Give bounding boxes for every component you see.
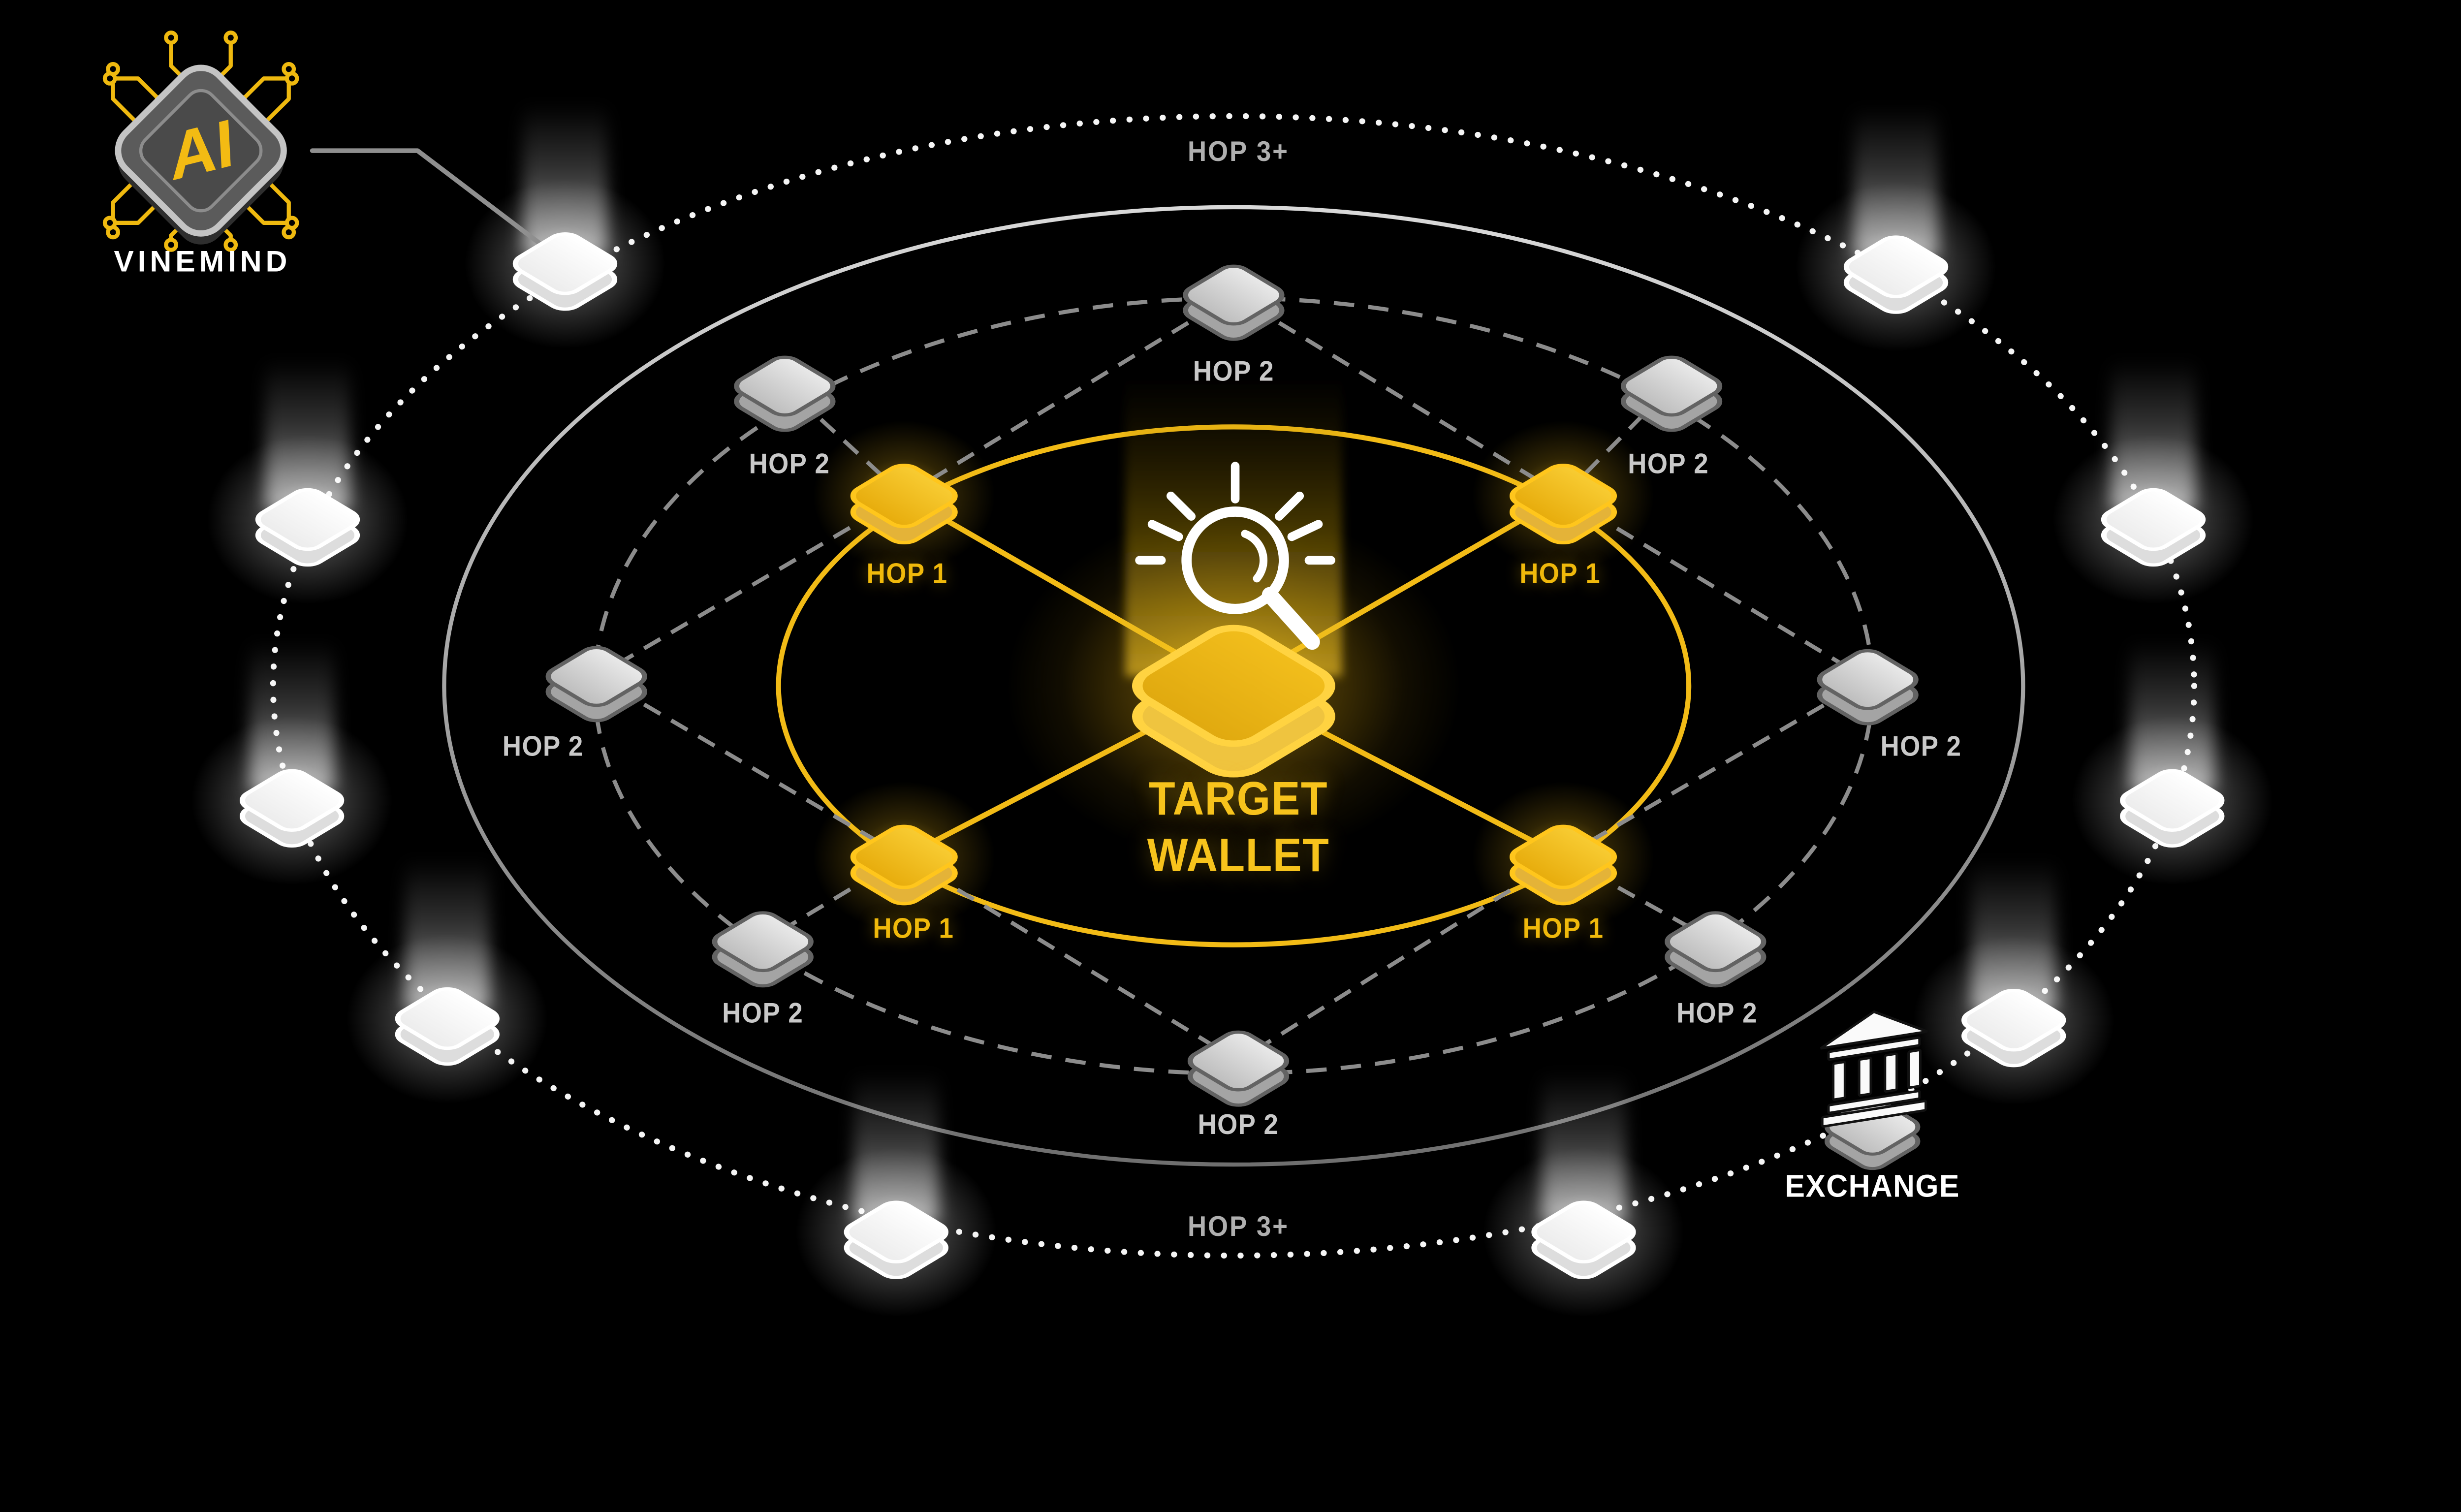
label-hop2-br: HOP 2 — [1676, 997, 1758, 1029]
node-top-face — [545, 646, 647, 707]
edge-hop1-tr-hop2-top — [1232, 293, 1565, 498]
edge-hop1-tr-hop2-right — [1562, 494, 1869, 682]
node-top-face — [395, 987, 500, 1050]
exchange-label: EXCHANGE — [1785, 1170, 1960, 1205]
target-wallet-label-line1: TARGET — [1148, 774, 1328, 826]
node-top-face — [1509, 824, 1617, 889]
beam-hop3-2 — [1853, 106, 1939, 257]
node-hop2-br — [1665, 911, 1767, 988]
diagram-canvas: AI — [102, 31, 2273, 1317]
node-hop3-7 — [395, 987, 500, 1066]
target-wallet-label-line2: WALLET — [1147, 830, 1330, 882]
node-top-face — [255, 488, 360, 551]
node-top-face — [1843, 235, 1949, 298]
node-top-face — [844, 1200, 948, 1263]
node-top-face — [1509, 464, 1617, 529]
beam-hop3-1 — [522, 103, 608, 254]
beam-hop3-4 — [2111, 359, 2196, 510]
node-hop3-6 — [2120, 769, 2225, 848]
node-top-face — [1620, 355, 1723, 417]
node-top-face — [1817, 649, 1919, 710]
node-hop3-5 — [239, 769, 345, 848]
node-hop2-bottom — [1187, 1030, 1290, 1107]
node-top-face — [1665, 911, 1767, 973]
edge-hop1-tl-hop2-top — [903, 293, 1235, 498]
node-hop2-left — [545, 646, 647, 723]
node-hop3-9 — [844, 1200, 948, 1279]
beam-hop3-3 — [265, 359, 350, 510]
node-hop3-10 — [1531, 1200, 1636, 1279]
label-hop2-top: HOP 2 — [1193, 355, 1274, 387]
label-hop2-bottom: HOP 2 — [1198, 1108, 1279, 1140]
node-hop1-br — [1509, 824, 1617, 906]
magnifier-rays — [1135, 462, 1335, 565]
node-hop3-4 — [2101, 488, 2206, 567]
edge-hop1-bl-hop2-bottom — [903, 855, 1240, 1063]
label-hop2-tl: HOP 2 — [749, 448, 830, 480]
beam-hop3-8 — [1971, 860, 2056, 1011]
vinemind-logo-label: VINEMIND — [114, 246, 291, 280]
node-top-face — [2101, 488, 2206, 551]
node-top-face — [239, 769, 345, 832]
node-target — [1132, 625, 1335, 778]
label-hop1-tr: HOP 1 — [1519, 558, 1601, 590]
bank-icon — [1820, 1010, 1928, 1128]
node-hop2-tl — [734, 355, 836, 432]
node-top-face — [850, 464, 958, 529]
node-top-face — [2120, 769, 2225, 832]
beam-hop3-9 — [853, 1071, 939, 1223]
zone-boundary-ring — [442, 205, 2025, 1167]
hop3-label-top: HOP 3+ — [1187, 135, 1289, 167]
edge-hop1-br-hop2-right — [1562, 678, 1869, 859]
label-hop2-tr: HOP 2 — [1628, 448, 1709, 480]
node-top-face — [1183, 264, 1285, 326]
node-hop3-8 — [1961, 989, 2066, 1068]
node-hop1-tr — [1509, 464, 1617, 544]
label-hop1-br: HOP 1 — [1522, 913, 1604, 945]
beam-hop3-5 — [250, 640, 335, 791]
node-hop3-3 — [255, 488, 360, 567]
beam-hop3-6 — [2130, 640, 2215, 791]
node-hop2-bl — [712, 911, 814, 988]
magnifier-icon — [1135, 462, 1335, 650]
node-hop1-bl — [850, 824, 958, 906]
label-hop2-left: HOP 2 — [502, 730, 584, 762]
label-hop2-bl: HOP 2 — [722, 997, 804, 1029]
node-hop1-tl — [850, 464, 958, 544]
wallet-trace-diagram: AI HOP 3+ HOP 3+ TARGET WALLET VINEMIND … — [102, 31, 2273, 1317]
node-top-face — [1132, 625, 1335, 747]
node-top-face — [850, 824, 958, 889]
edge-hop1-br-hop2-bottom — [1237, 855, 1565, 1063]
label-hop1-bl: HOP 1 — [873, 913, 954, 945]
beam-hop3-7 — [405, 858, 490, 1009]
node-hop2-top — [1183, 264, 1285, 341]
node-top-face — [1961, 989, 2066, 1052]
node-hop2-tr — [1620, 355, 1723, 432]
node-hop2-right — [1817, 649, 1919, 725]
wallet-nodes — [239, 232, 2225, 1279]
edge-hop1-bl-hop2-left — [595, 674, 905, 859]
node-hop3-2 — [1843, 235, 1949, 314]
icons: AI — [102, 31, 1928, 1128]
node-top-face — [1187, 1030, 1290, 1092]
node-top-face — [1531, 1200, 1636, 1263]
edge-hop1-tl-hop2-left — [595, 494, 905, 678]
label-hop2-right: HOP 2 — [1880, 730, 1962, 762]
chip-connector-line — [310, 148, 563, 261]
node-top-face — [712, 911, 814, 973]
chip-body — [115, 64, 287, 237]
hop3-label-bottom: HOP 3+ — [1187, 1211, 1289, 1242]
node-top-face — [734, 355, 836, 417]
label-hop1-tl: HOP 1 — [866, 558, 948, 590]
node-top-face — [512, 232, 618, 295]
ai-chip-icon: AI — [102, 31, 299, 252]
beam-hop3-10 — [1541, 1071, 1626, 1223]
node-hop3-1 — [512, 232, 618, 311]
